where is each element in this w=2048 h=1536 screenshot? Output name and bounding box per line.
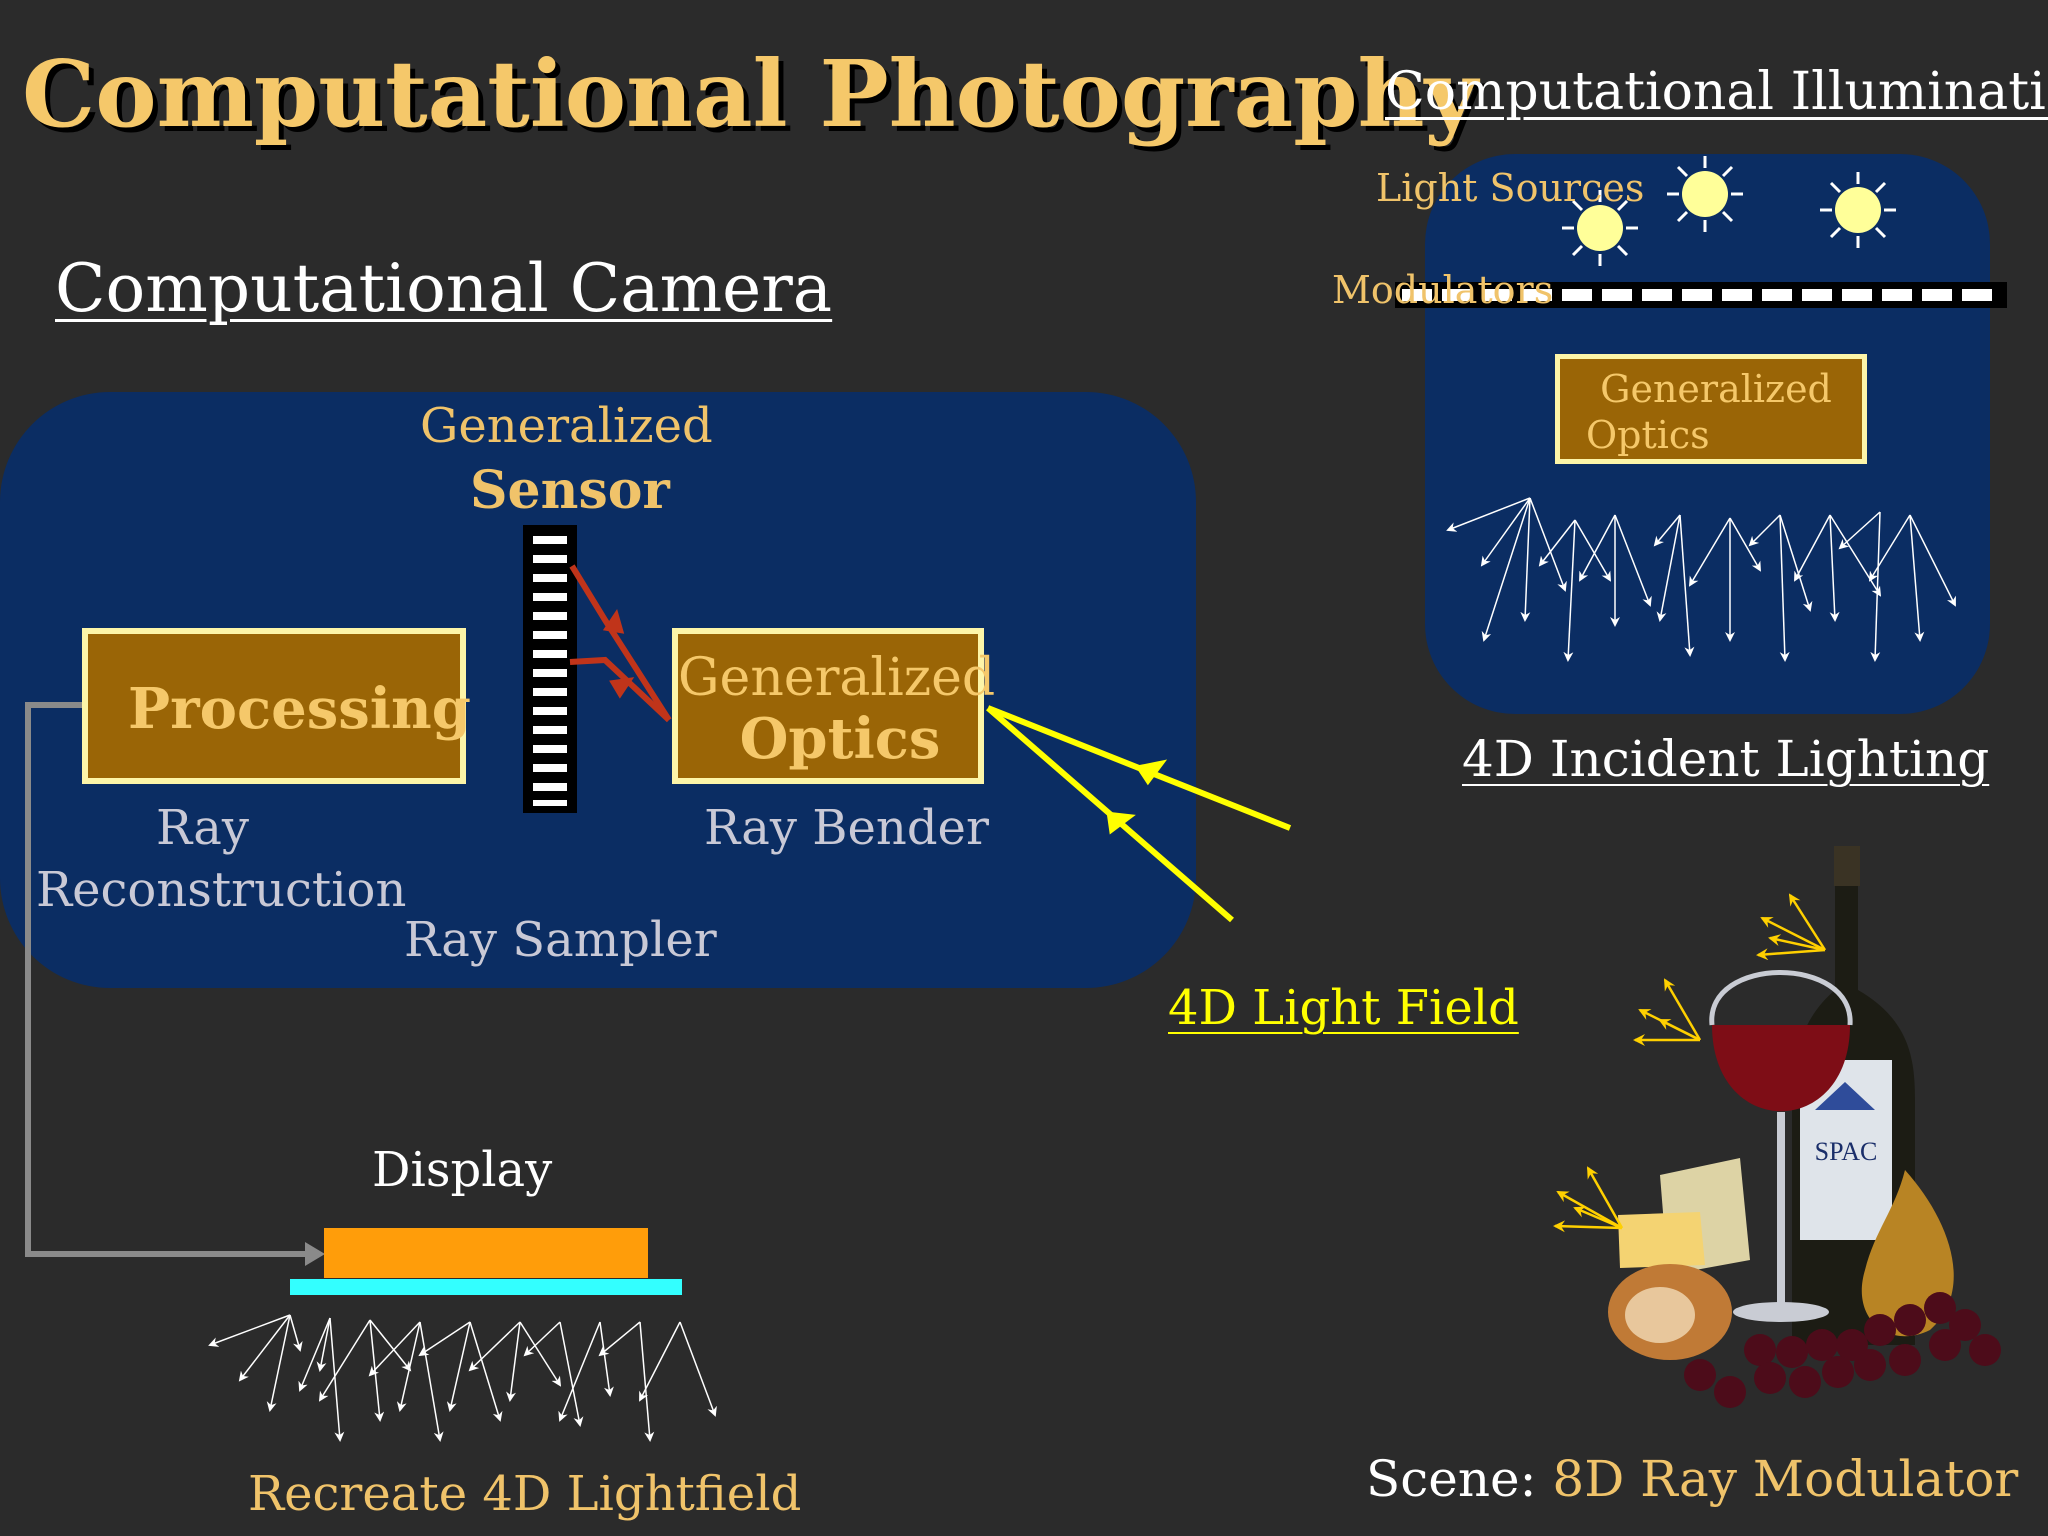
scene-caption-label: 8D Ray Modulator (1552, 1450, 2019, 1508)
sensor-strip (523, 525, 577, 813)
scene-caption-prefix: Scene: (1366, 1450, 1553, 1508)
display-ray-fan (208, 1314, 717, 1442)
display-label: Display (372, 1142, 553, 1198)
ray-reconstruction-label-line2: Reconstruction (36, 862, 407, 918)
bottle-label-text: SPAC (1815, 1137, 1878, 1166)
display-backlight (290, 1279, 682, 1295)
illumination-optics-line2: Optics (1586, 413, 1710, 457)
sensor-label-line2: Sensor (470, 460, 670, 521)
processing-box: Processing (82, 628, 471, 784)
illumination-optics-line1: Generalized (1600, 367, 1832, 411)
red-rays (569, 564, 672, 723)
scene-illustration: SPAC (1608, 846, 2001, 1408)
incident-lighting-caption: 4D Incident Lighting (1462, 730, 1990, 788)
sun-icon (1820, 172, 1896, 248)
processing-to-display-connector (25, 702, 325, 1266)
optics-label-line1: Generalized (678, 648, 996, 708)
modulator-bar (1395, 282, 2007, 308)
light-field-label: 4D Light Field (1168, 980, 1519, 1036)
computational-illumination-heading: Computational Illumination (1385, 62, 2048, 122)
processing-label: Processing (128, 676, 471, 742)
page-title: Computational Photography (22, 40, 1478, 148)
optics-label-line2: Optics (739, 706, 941, 772)
generalized-optics-box: Generalized Optics (672, 628, 996, 784)
light-field-rays (986, 705, 1292, 923)
ray-sampler-label: Ray Sampler (404, 912, 717, 968)
computational-camera-heading: Computational Camera (55, 250, 833, 327)
scene-caption: Scene: 8D Ray Modulator (1366, 1450, 2018, 1508)
sensor-label-line1: Generalized (420, 398, 713, 454)
scene-ray-arrows (1553, 893, 1827, 1233)
sun-icon (1667, 156, 1743, 232)
ray-bender-label: Ray Bender (704, 800, 989, 856)
illumination-optics-box: Generalized Optics (1555, 354, 1867, 464)
light-sources-label: Light Sources (1376, 166, 1645, 210)
modulators-label: Modulators (1332, 268, 1554, 312)
ray-reconstruction-label-line1: Ray (156, 800, 249, 856)
illumination-ray-fan (1446, 497, 1956, 662)
display-panel (324, 1228, 648, 1278)
recreate-lightfield-caption: Recreate 4D Lightfield (248, 1466, 802, 1522)
sun-icon (1562, 190, 1638, 266)
